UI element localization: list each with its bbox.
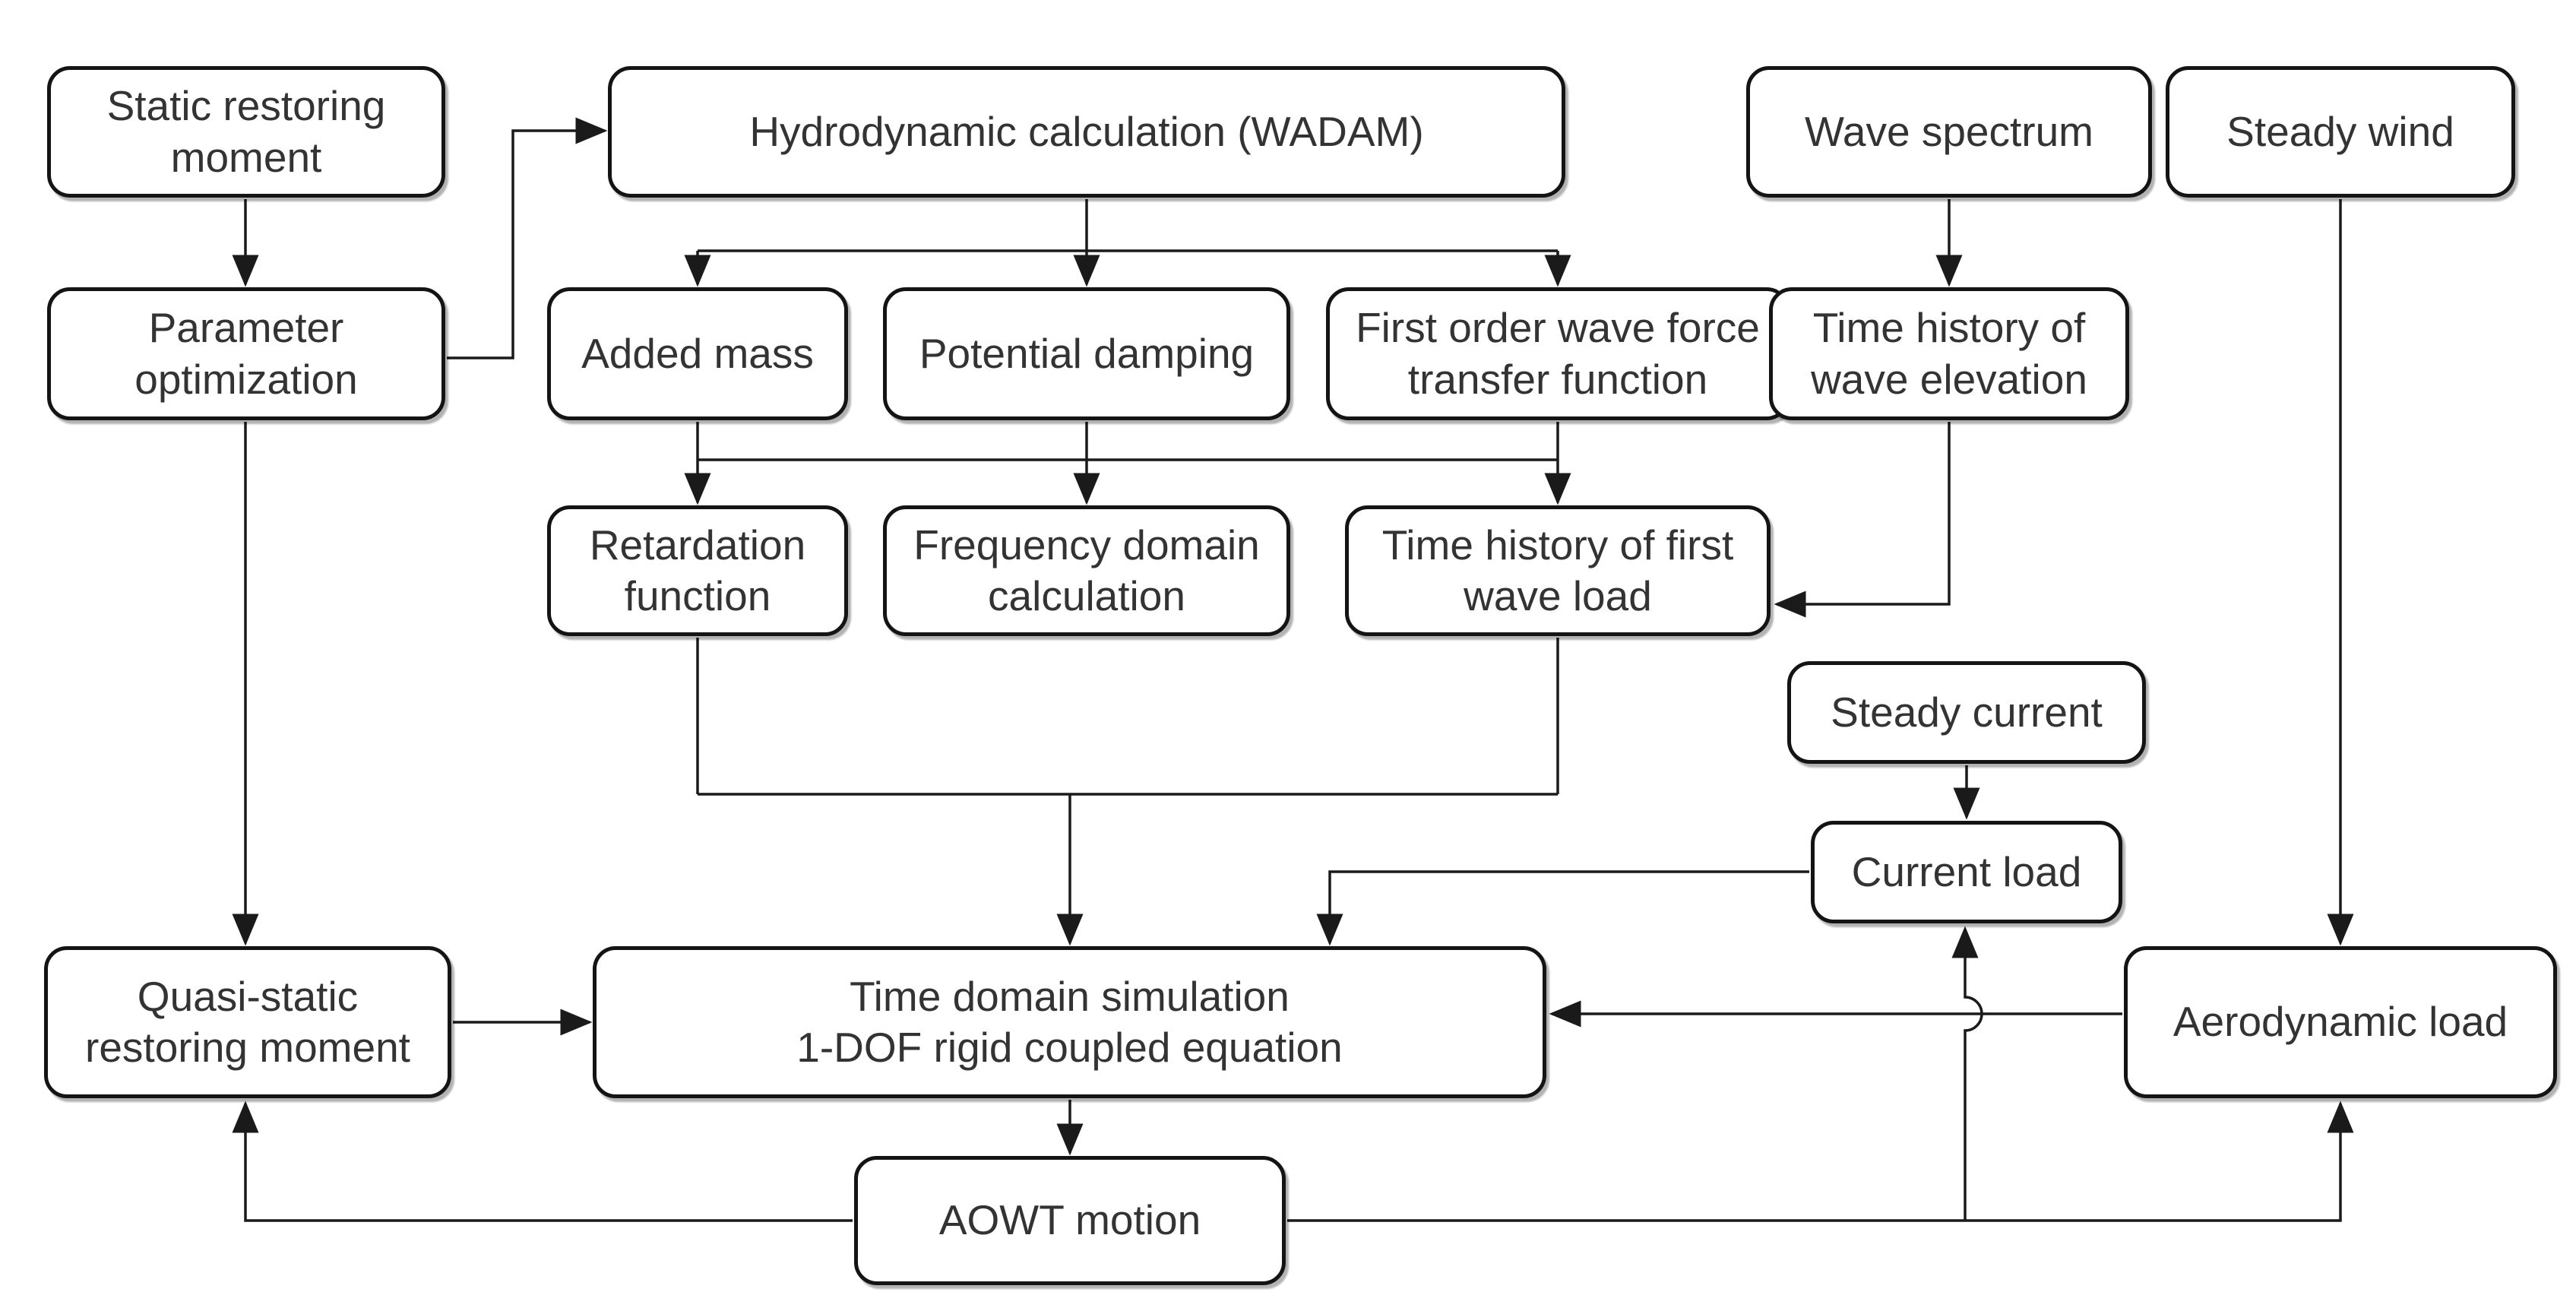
node-wave-spectrum: Wave spectrum [1746,66,2152,198]
node-current-load: Current load [1811,821,2122,923]
node-aowt-motion: AOWT motion [854,1156,1286,1285]
node-time-domain-simulation: Time domain simulation 1-DOF rigid coupl… [593,946,1546,1098]
node-aowt-motion-label: AOWT motion [938,1196,1201,1244]
node-quasi-static-restoring-moment-label: Quasi-static restoring moment [85,972,410,1071]
node-hydrodynamic-calculation: Hydrodynamic calculation (WADAM) [608,66,1565,198]
node-steady-wind-label: Steady wind [2226,107,2454,155]
arrow-aowt-to-current-load [1951,926,1983,1221]
node-static-restoring-moment-label: Static restoring moment [106,82,386,181]
node-added-mass: Added mass [547,287,848,420]
arrow-aowt-to-aerodynamic [1287,1100,2354,1222]
node-frequency-domain-calculation-label: Frequency domain calculation [913,521,1260,619]
arrow-aowt-to-quasistatic [232,1100,853,1222]
node-steady-current-label: Steady current [1831,688,2103,736]
arrow-elevation-to-wave-load [1774,422,1951,618]
node-current-load-label: Current load [1851,847,2082,895]
node-time-history-first-wave-load-label: Time history of first wave load [1381,521,1734,619]
node-added-mass-label: Added mass [581,329,814,377]
node-time-history-first-wave-load: Time history of first wave load [1345,505,1771,636]
node-time-domain-simulation-label: Time domain simulation 1-DOF rigid coupl… [796,972,1343,1071]
arrow-current-load-to-time-domain [1316,870,1809,946]
node-quasi-static-restoring-moment: Quasi-static restoring moment [44,946,451,1098]
arrow-parameter-to-hydrodynamic [447,117,608,359]
node-static-restoring-moment: Static restoring moment [47,66,445,198]
node-time-history-wave-elevation: Time history of wave elevation [1769,287,2129,420]
node-aerodynamic-load-label: Aerodynamic load [2173,998,2508,1046]
node-potential-damping: Potential damping [883,287,1290,420]
node-potential-damping-label: Potential damping [919,329,1255,377]
node-parameter-optimization: Parameter optimization [47,287,445,420]
node-first-order-wave-force: First order wave force transfer function [1326,287,1790,420]
node-first-order-wave-force-label: First order wave force transfer function [1356,304,1760,403]
node-time-history-wave-elevation-label: Time history of wave elevation [1811,304,2087,403]
node-retardation-function-label: Retardation function [589,521,806,619]
node-steady-wind: Steady wind [2166,66,2515,198]
node-steady-current: Steady current [1787,661,2146,764]
node-hydrodynamic-calculation-label: Hydrodynamic calculation (WADAM) [749,107,1424,155]
node-frequency-domain-calculation: Frequency domain calculation [883,505,1290,636]
node-aerodynamic-load: Aerodynamic load [2124,946,2557,1098]
node-parameter-optimization-label: Parameter optimization [134,304,358,403]
node-wave-spectrum-label: Wave spectrum [1804,107,2093,155]
node-retardation-function: Retardation function [547,505,848,636]
